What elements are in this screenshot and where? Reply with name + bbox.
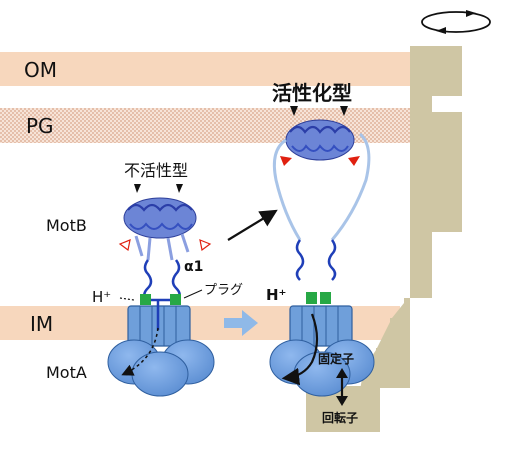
red-marker-right-a [280,156,292,166]
marker-right-b [340,106,348,116]
rotor-box [306,386,380,432]
red-marker-left-a [118,239,131,252]
pg-layer [0,108,420,143]
stator-label: 固定子 [318,351,354,366]
plug-label: プラグ [204,283,243,298]
red-marker-right-b [348,156,360,166]
marker-left-a [134,184,141,193]
om-layer [0,52,420,86]
activation-arrow [227,209,278,241]
linker-right-b [330,132,371,241]
plug-right-b [320,292,331,304]
plug-left-a [140,294,151,305]
marker-right-a [290,106,298,116]
mota-left [107,339,215,397]
alpha1-label: α1 [184,259,203,275]
h-plus-left-label: H⁺ [92,288,111,306]
plug-right-a [306,292,317,304]
motb-inactive-domain [123,197,197,261]
motb-label: MotB [46,216,87,235]
linker-left-b [171,259,181,299]
mota-label: MotA [46,363,87,382]
inactive-label: 不活性型 [124,161,188,180]
proton-path-right [281,313,319,386]
im-label: IM [30,312,53,336]
transition-arrow [224,310,258,336]
h-plus-right-label: H⁺ [266,286,286,304]
marker-left-b [176,184,183,193]
linker-left-a [143,259,153,299]
plug-left-b [170,294,181,305]
om-label: OM [24,58,57,82]
active-label: 活性化型 [272,81,352,105]
rotor-label: 回転子 [322,410,358,425]
motb-active-domain [285,119,355,161]
rotation-arrow-icon [421,10,491,34]
linker-right-a [272,138,302,241]
proton-path-left [121,327,159,376]
pg-label: PG [26,114,54,138]
red-marker-left-b [199,239,212,252]
